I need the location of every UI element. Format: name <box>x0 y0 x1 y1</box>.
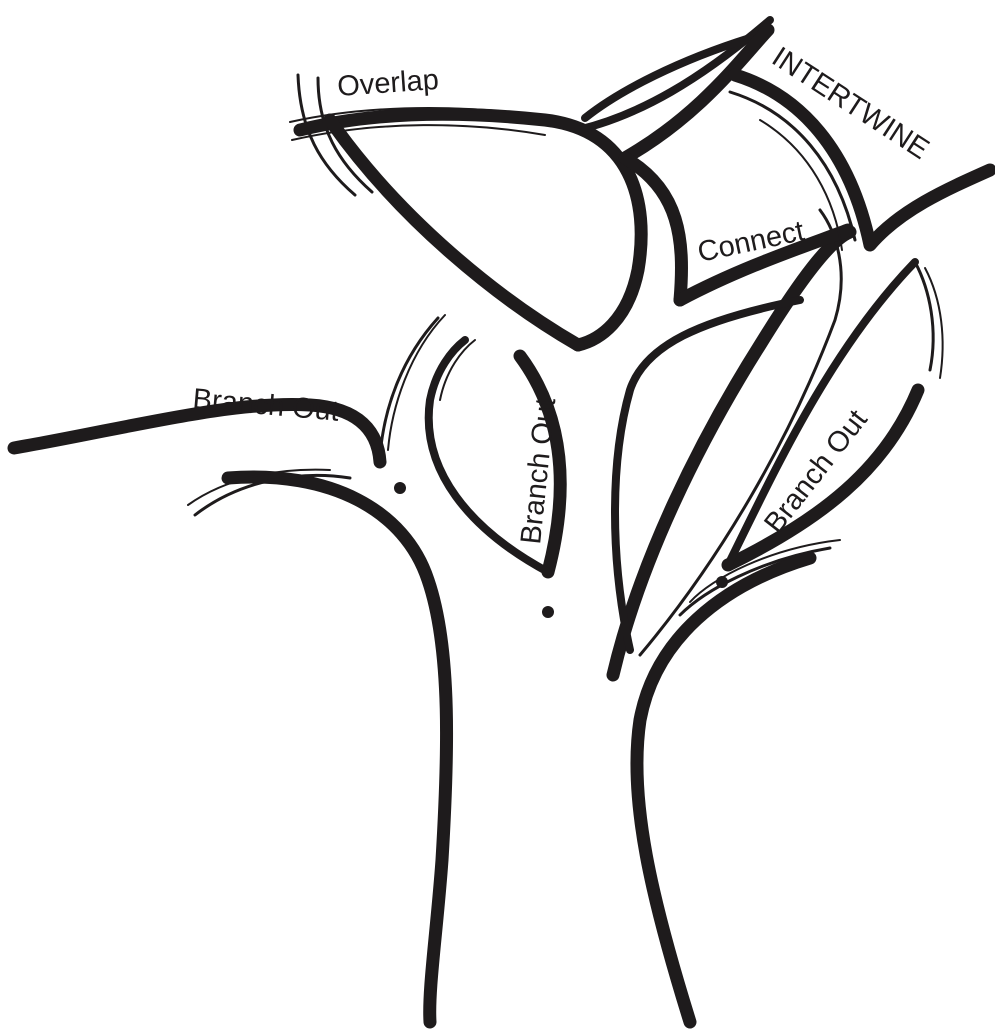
node-dot-right <box>716 576 728 588</box>
node-dot-center <box>542 606 554 618</box>
right-trunk <box>637 540 840 1022</box>
label-branch-out-left: Branch Out <box>191 383 340 428</box>
left-trunk <box>188 470 447 1022</box>
label-overlap: Overlap <box>336 64 440 103</box>
node-dot-left <box>394 482 406 494</box>
